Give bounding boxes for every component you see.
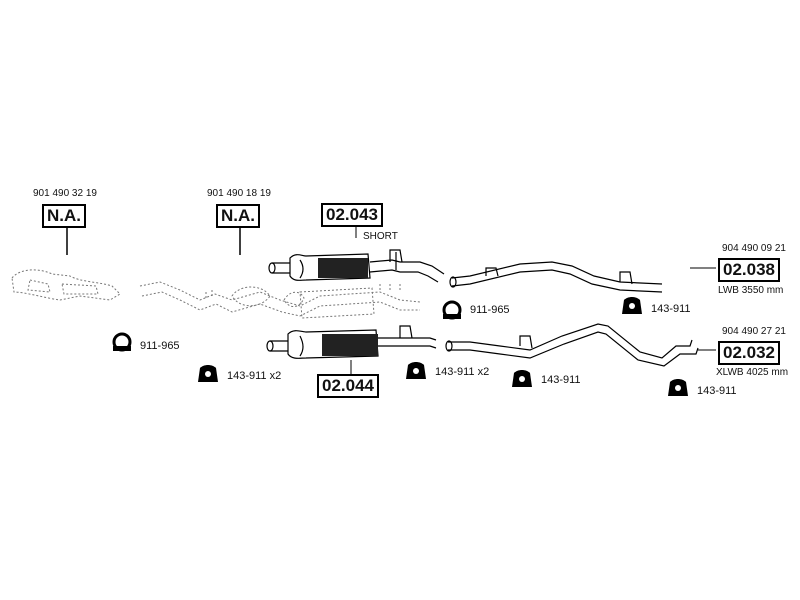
mount-bottom-right-part-number: 143-911	[697, 385, 737, 397]
rear-silencer-middle	[266, 325, 437, 359]
mount-center-part-number: 143-911 x2	[435, 366, 490, 378]
xlwb-length: XLWB 4025 mm	[716, 367, 789, 378]
clamp-left-part-number: 911-965	[140, 340, 180, 352]
box-02032[interactable]: 02.032	[718, 341, 780, 365]
na-catalyst-left	[11, 269, 121, 301]
tail-pipe-lwb	[449, 261, 663, 293]
na-mid-part-number: 901 490 18 19	[207, 188, 271, 199]
na-left-box: N.A.	[42, 204, 86, 228]
silencer-middle-body-fill	[322, 334, 378, 356]
pipe-clamp-icon	[442, 300, 462, 320]
rear-silencer-short	[268, 249, 445, 283]
mount-left-part-number: 143-911 x2	[227, 370, 282, 382]
tail-pipe-xlwb	[445, 323, 699, 367]
mount-top-right-part-number: 143-911	[651, 303, 691, 315]
na-front-section-mid	[139, 281, 421, 319]
xlwb-part-number: 904 490 27 21	[722, 326, 786, 337]
rubber-mount-icon	[622, 297, 642, 314]
lwb-length: LWB 3550 mm	[718, 285, 784, 296]
na-left-part-number: 901 490 32 19	[33, 188, 97, 199]
rubber-mount-icon	[668, 379, 688, 396]
lwb-part-number: 904 490 09 21	[722, 243, 786, 254]
rubber-mount-icon	[198, 365, 218, 382]
pipe-clamp-icon	[112, 332, 132, 352]
rubber-mount-icon	[406, 362, 426, 379]
rubber-mount-icon	[512, 370, 532, 387]
box-02038[interactable]: 02.038	[718, 258, 780, 282]
silencer-top-body-fill	[318, 258, 368, 278]
short-label: SHORT	[363, 231, 398, 242]
mount-bottom-center-part-number: 143-911	[541, 374, 581, 386]
clamp-right-part-number: 911-965	[470, 304, 510, 316]
box-02043[interactable]: 02.043	[321, 203, 383, 227]
box-02044[interactable]: 02.044	[317, 374, 379, 398]
na-mid-box: N.A.	[216, 204, 260, 228]
